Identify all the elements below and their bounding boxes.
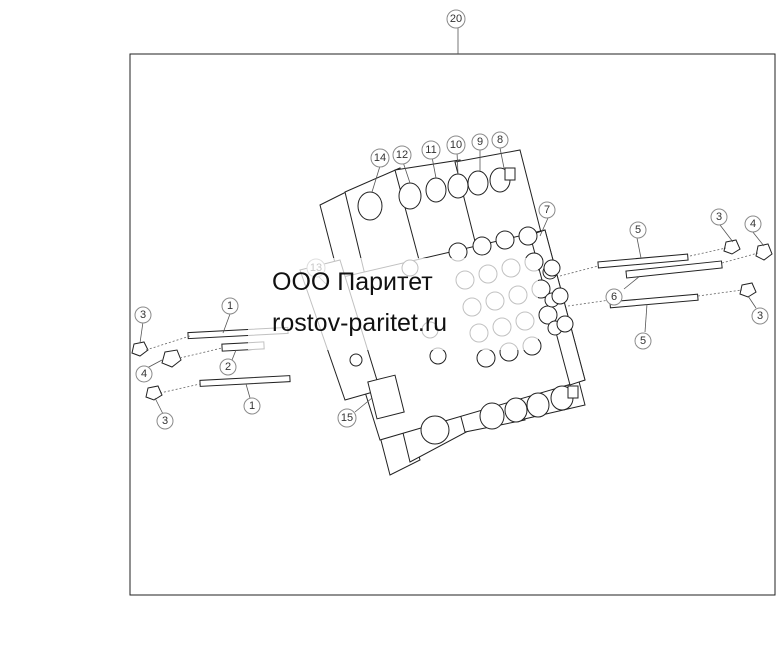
callout-7: 7 [538, 201, 556, 219]
assembly-frame [129, 53, 776, 596]
callout-10: 10 [446, 135, 466, 155]
callout-3-left-top: 3 [134, 306, 152, 324]
svg-text:12: 12 [396, 149, 408, 161]
callout-12: 12 [392, 145, 412, 165]
watermark-backdrop [248, 258, 538, 350]
svg-text:3: 3 [757, 310, 763, 322]
svg-text:4: 4 [141, 368, 147, 380]
right-tie-rods [559, 239, 773, 309]
callout-1-bottom: 1 [243, 397, 261, 415]
watermark-website: rostov-paritet.ru [272, 309, 448, 337]
svg-text:3: 3 [716, 211, 722, 223]
callout-5-bottom: 5 [634, 332, 652, 350]
callout-1-top: 1 [221, 297, 239, 315]
callout-4-right: 4 [744, 215, 762, 233]
callout-3-right-bottom: 3 [751, 307, 769, 325]
callout-5-top: 5 [629, 221, 647, 239]
svg-text:5: 5 [640, 335, 646, 347]
svg-text:6: 6 [611, 291, 617, 303]
svg-text:15: 15 [341, 412, 353, 424]
svg-text:1: 1 [249, 400, 255, 412]
watermark-company-name: ООО Паритет [272, 268, 433, 296]
svg-text:3: 3 [162, 415, 168, 427]
svg-text:11: 11 [425, 144, 436, 156]
callout-14: 14 [370, 148, 390, 168]
leader-lines [139, 147, 765, 415]
svg-text:5: 5 [635, 224, 641, 236]
svg-text:14: 14 [374, 152, 386, 164]
svg-text:9: 9 [477, 136, 483, 148]
top-spool-caps [357, 167, 516, 221]
callout-6: 6 [605, 288, 623, 306]
callout-4-left: 4 [135, 365, 153, 383]
callout-20: 20 [446, 9, 466, 29]
callout-2: 2 [219, 358, 237, 376]
svg-text:10: 10 [450, 139, 462, 151]
svg-text:3: 3 [140, 309, 146, 321]
callout-15: 15 [337, 408, 357, 428]
svg-text:8: 8 [497, 134, 503, 146]
callout-11: 11 [421, 140, 441, 160]
svg-text:1: 1 [227, 300, 233, 312]
svg-text:2: 2 [225, 361, 231, 373]
svg-text:20: 20 [450, 13, 462, 25]
callout-3-left-bottom: 3 [156, 412, 174, 430]
bottom-spool-caps [420, 385, 579, 445]
callout-9: 9 [471, 133, 489, 151]
svg-text:7: 7 [544, 204, 550, 216]
callout-3-right-top: 3 [710, 208, 728, 226]
svg-text:4: 4 [750, 218, 756, 230]
callout-8: 8 [491, 131, 509, 149]
